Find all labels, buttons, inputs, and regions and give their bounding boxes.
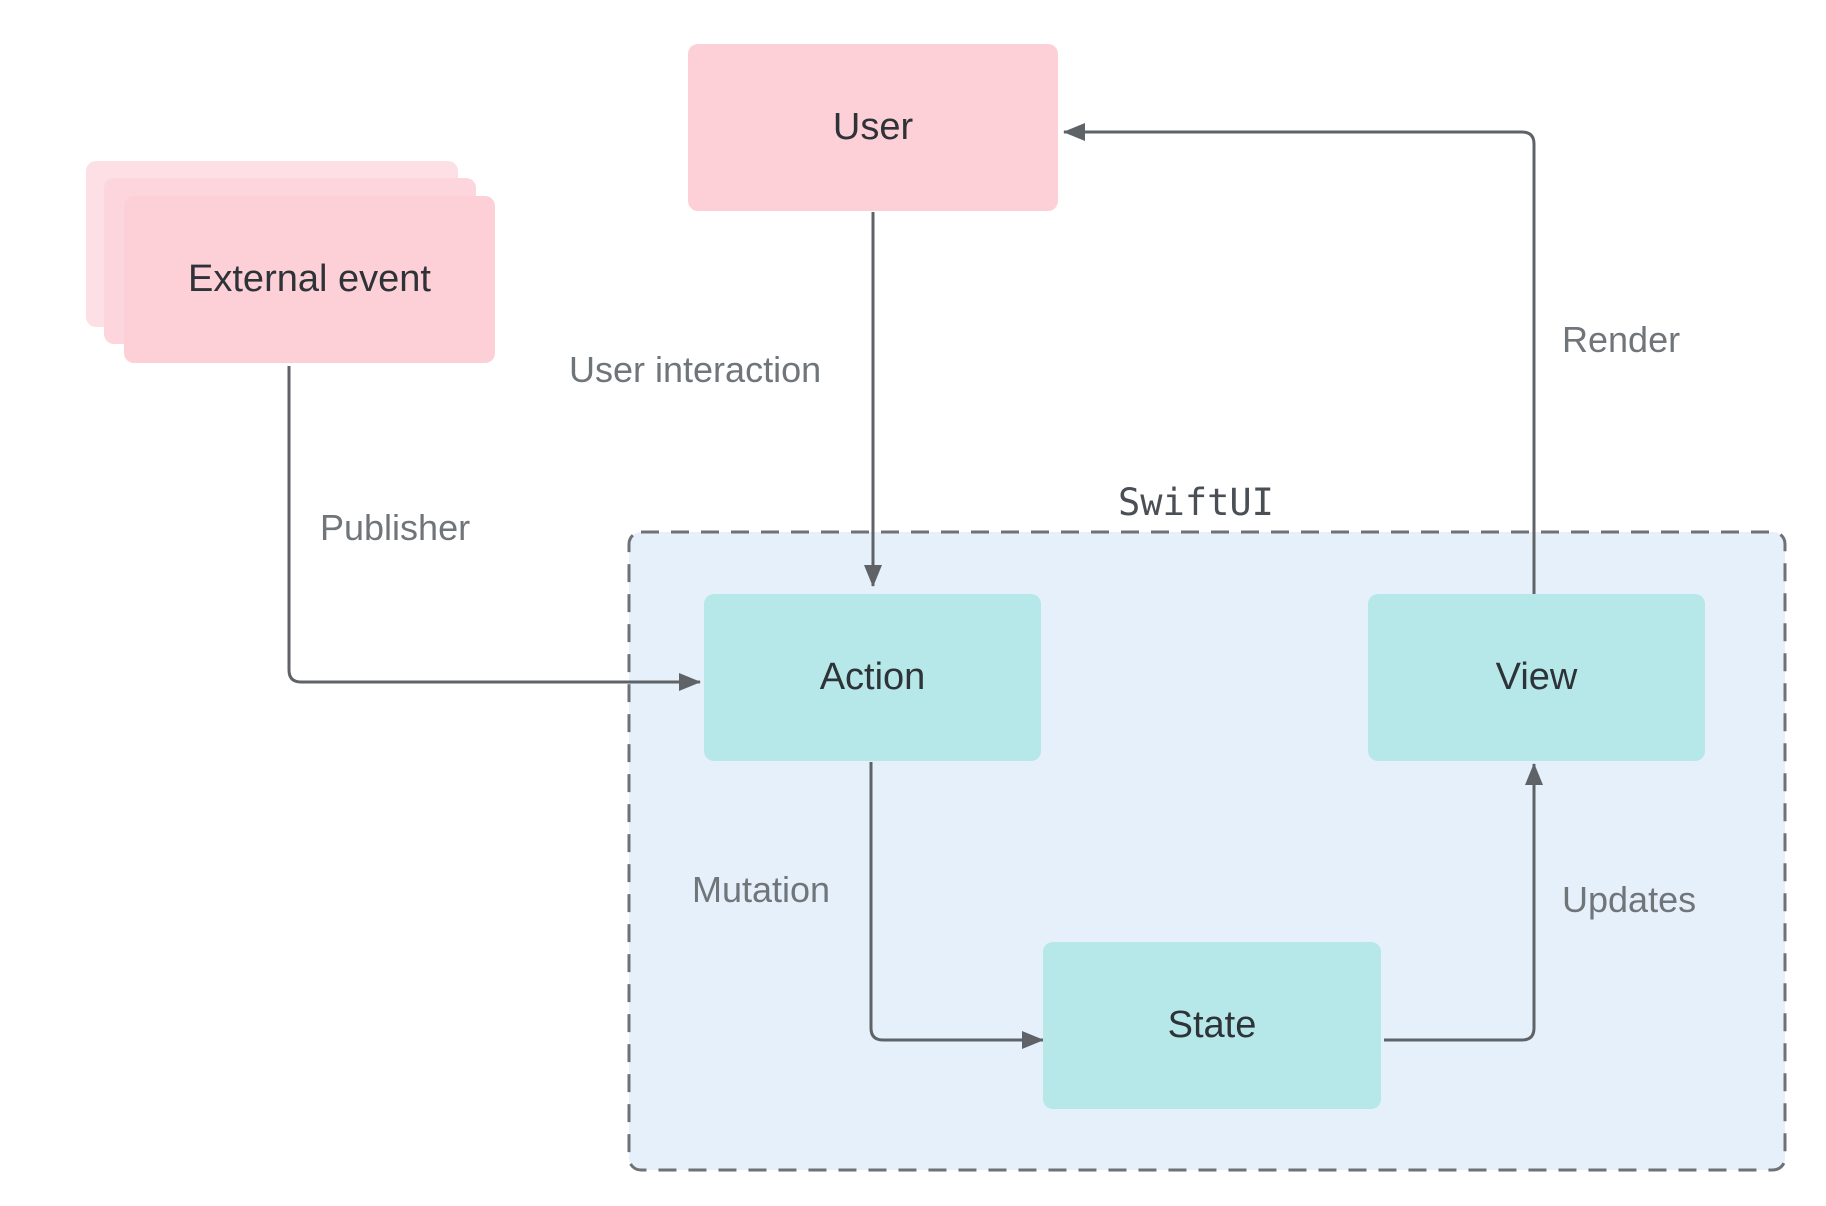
edge-mutation: [869, 762, 1044, 1049]
edge-render: [1063, 123, 1536, 594]
edge-label-publisher: Publisher: [320, 507, 471, 548]
view-node: View: [1368, 594, 1705, 761]
external-event-node: External event: [124, 196, 495, 363]
user-label: User: [832, 106, 914, 148]
view-label: View: [1495, 656, 1578, 698]
external-event-label: External event: [188, 258, 431, 300]
edge-updates: [1384, 763, 1543, 1042]
edge-label-user-interaction: User interaction: [569, 349, 822, 390]
edge-label-render: Render: [1562, 319, 1681, 360]
boundary-label: SwiftUI: [1118, 481, 1274, 524]
user-node: User: [688, 44, 1058, 211]
action-node: Action: [704, 594, 1041, 761]
action-label: Action: [819, 656, 926, 698]
edge-label-updates: Updates: [1562, 879, 1697, 920]
edge-publisher: [287, 366, 701, 691]
state-label: State: [1167, 1004, 1257, 1046]
edge-label-mutation: Mutation: [692, 869, 831, 910]
state-node: State: [1043, 942, 1381, 1109]
